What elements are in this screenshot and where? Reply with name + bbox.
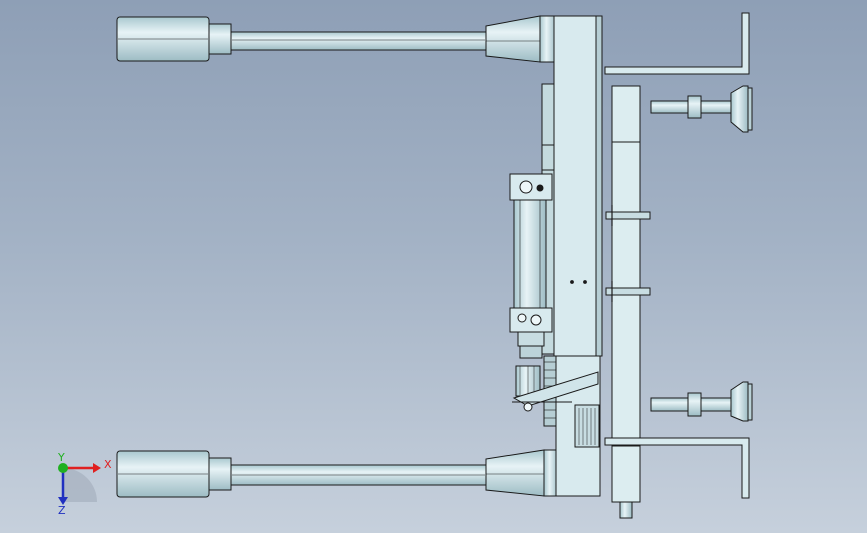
coordinate-triad: X Y Z bbox=[57, 451, 112, 517]
l-bracket-bottom bbox=[604, 437, 750, 499]
top-arm-taper bbox=[485, 15, 541, 63]
pneumatic-cylinder bbox=[509, 173, 553, 397]
y-axis-origin bbox=[58, 463, 68, 473]
l-bracket-top bbox=[604, 12, 750, 75]
bottom-arm bbox=[116, 449, 559, 498]
clamp-band-lower bbox=[605, 287, 651, 296]
gear-linkage bbox=[512, 355, 599, 427]
y-axis-label: Y bbox=[57, 451, 65, 464]
main-plate bbox=[541, 15, 603, 497]
top-handle-collar bbox=[208, 23, 232, 55]
leveling-screw-top bbox=[650, 85, 753, 133]
leveling-screw-bottom bbox=[650, 381, 753, 422]
x-axis-label: X bbox=[104, 458, 112, 471]
post-foot-pin bbox=[619, 501, 633, 519]
top-arm-rod bbox=[230, 31, 487, 51]
clamp-band-upper bbox=[605, 211, 651, 220]
z-axis-label: Z bbox=[58, 504, 66, 517]
bottom-handle-collar bbox=[208, 457, 232, 491]
bottom-arm-taper bbox=[485, 449, 545, 497]
top-arm bbox=[116, 15, 557, 63]
vertical-post bbox=[605, 85, 651, 519]
